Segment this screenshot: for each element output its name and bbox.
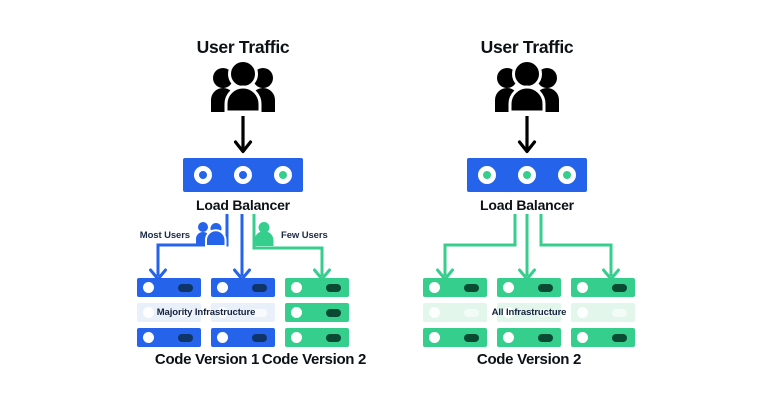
right-load-balancer <box>467 158 587 192</box>
connector-most-users-1 <box>156 214 229 276</box>
traffic-arrow-right <box>517 114 537 154</box>
server-slot-icon <box>538 333 553 342</box>
server-led-icon <box>217 282 228 293</box>
left-title: User Traffic <box>196 37 290 57</box>
code-version-2-label-left: Code Version 2 <box>261 351 367 368</box>
server-led-icon <box>577 307 588 318</box>
server-row <box>497 328 561 347</box>
users-pair-icon <box>196 221 227 247</box>
connector-all-3 <box>539 214 613 276</box>
lb-indicator-blue-icon <box>194 166 212 184</box>
server-row <box>571 278 635 297</box>
server-row <box>571 328 635 347</box>
right-connectors <box>436 214 620 281</box>
lb-indicator-green-icon <box>478 166 496 184</box>
code-version-1-label: Code Version 1 <box>154 351 260 368</box>
server-row <box>423 328 487 347</box>
server-slot-icon <box>538 308 553 317</box>
left-load-balancer-label: Load Balancer <box>196 197 290 213</box>
server-led-icon <box>503 307 514 318</box>
server-slot-icon <box>612 283 627 292</box>
few-users-label: Few Users <box>281 230 328 241</box>
user-icon <box>254 222 274 246</box>
server-led-icon <box>143 282 154 293</box>
server-led-icon <box>217 332 228 343</box>
left-connectors <box>149 214 331 281</box>
server-row <box>285 278 349 297</box>
server-slot-icon <box>252 333 267 342</box>
server-slot-icon <box>612 333 627 342</box>
user-traffic-icon-left <box>209 59 277 114</box>
server-led-icon <box>143 332 154 343</box>
server-row-faded <box>497 303 561 322</box>
server-row <box>137 328 201 347</box>
server-led-icon <box>143 307 154 318</box>
server-row-faded <box>211 303 275 322</box>
server-slot-icon <box>326 308 341 317</box>
server-row <box>285 328 349 347</box>
server-slot-icon <box>178 308 193 317</box>
code-version-2-label-right: Code Version 2 <box>476 351 582 368</box>
server-led-icon <box>291 307 302 318</box>
server-led-icon <box>429 332 440 343</box>
connector-few-users <box>252 214 324 276</box>
server-slot-icon <box>326 283 341 292</box>
server-row <box>285 303 349 322</box>
server-row <box>211 278 275 297</box>
server-slot-icon <box>612 308 627 317</box>
server-slot-icon <box>464 333 479 342</box>
lb-indicator-green-icon <box>518 166 536 184</box>
server-row <box>211 328 275 347</box>
server-slot-icon <box>252 308 267 317</box>
server-row <box>137 278 201 297</box>
server-led-icon <box>503 332 514 343</box>
right-load-balancer-label: Load Balancer <box>480 197 574 213</box>
server-led-icon <box>429 282 440 293</box>
lb-indicator-blue-icon <box>234 166 252 184</box>
server-slot-icon <box>178 333 193 342</box>
server-row-faded <box>137 303 201 322</box>
server-row <box>423 278 487 297</box>
lb-indicator-green-icon <box>558 166 576 184</box>
server-led-icon <box>429 307 440 318</box>
server-slot-icon <box>252 283 267 292</box>
all-infrastructure-label: All Infrastructure <box>491 307 567 318</box>
server-slot-icon <box>326 333 341 342</box>
server-row-faded <box>423 303 487 322</box>
most-users-label: Most Users <box>139 230 190 241</box>
server-led-icon <box>577 282 588 293</box>
server-row <box>497 278 561 297</box>
left-load-balancer <box>183 158 303 192</box>
server-led-icon <box>217 307 228 318</box>
server-row-faded <box>571 303 635 322</box>
server-led-icon <box>291 282 302 293</box>
connector-all-1 <box>443 214 517 276</box>
majority-infrastructure-label: Majority Infrastructure <box>156 307 256 318</box>
traffic-arrow-left <box>233 114 253 154</box>
server-slot-icon <box>464 283 479 292</box>
server-slot-icon <box>538 283 553 292</box>
right-title: User Traffic <box>480 37 574 57</box>
server-slot-icon <box>464 308 479 317</box>
server-slot-icon <box>178 283 193 292</box>
server-led-icon <box>291 332 302 343</box>
user-traffic-icon-right <box>493 59 561 114</box>
server-led-icon <box>503 282 514 293</box>
lb-indicator-green-icon <box>274 166 292 184</box>
server-led-icon <box>577 332 588 343</box>
